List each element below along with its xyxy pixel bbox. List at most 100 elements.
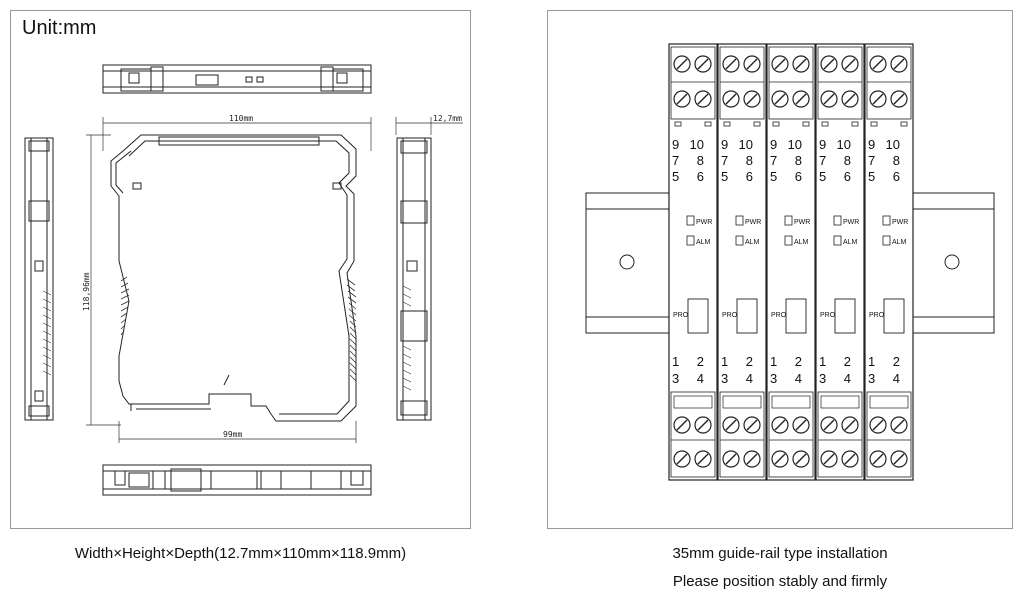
- terminal-number: 4: [746, 371, 753, 386]
- terminal-number: 3: [770, 371, 777, 386]
- screw-slot: [676, 58, 688, 70]
- terminal-number: 4: [795, 371, 802, 386]
- terminal-number: 2: [893, 354, 900, 369]
- terminal-number: 10: [886, 137, 900, 152]
- terminal-number: 7: [770, 153, 777, 168]
- screw-slot: [795, 419, 807, 431]
- screw-slot: [872, 93, 884, 105]
- terminal-number: 3: [868, 371, 875, 386]
- terminal-number: 10: [837, 137, 851, 152]
- din-rail-mount-hole-icon: [619, 254, 635, 270]
- screw-slot: [774, 93, 786, 105]
- alm-label: ALM: [843, 239, 858, 246]
- screw-slot: [823, 93, 835, 105]
- alm-label: ALM: [892, 239, 907, 246]
- caption-dimensions: Width×Height×Depth(12.7mm×110mm×118.9mm): [74, 545, 407, 562]
- screw-slot: [746, 419, 758, 431]
- terminal-number: 9: [721, 137, 728, 152]
- pwr-label: PWR: [745, 219, 761, 226]
- screw-slot: [844, 419, 856, 431]
- dimension-drawing: 110mm 12,7mm 118,96mm 99mm: [24, 64, 463, 496]
- dimension-lines: [86, 117, 463, 443]
- screw-slot: [774, 453, 786, 465]
- pro-label: PRO: [771, 312, 787, 319]
- terminal-number: 8: [795, 153, 802, 168]
- alm-led: [686, 235, 695, 246]
- screw-slot: [725, 453, 737, 465]
- terminal-number: 7: [819, 153, 826, 168]
- dim-bottom-label: 99mm: [223, 430, 242, 439]
- screw-slot: [872, 453, 884, 465]
- terminal-clamp-window: [673, 395, 713, 409]
- terminal-number: 3: [819, 371, 826, 386]
- terminal-number: 5: [721, 169, 728, 184]
- pwr-led: [735, 215, 744, 226]
- latch: [674, 121, 682, 127]
- terminal-number: 9: [672, 137, 679, 152]
- terminal-number: 1: [868, 354, 875, 369]
- terminal-number: 2: [746, 354, 753, 369]
- dim-height-label: 118,96mm: [82, 272, 91, 311]
- alm-led: [833, 235, 842, 246]
- screw-slot: [844, 453, 856, 465]
- screw-slot: [872, 419, 884, 431]
- screw-slot: [676, 93, 688, 105]
- terminal-number: 9: [868, 137, 875, 152]
- terminal-number: 10: [690, 137, 704, 152]
- pwr-label: PWR: [696, 219, 712, 226]
- screw-slot: [697, 93, 709, 105]
- vent-slots-left: [120, 276, 130, 336]
- terminal-number: 5: [672, 169, 679, 184]
- screw-slot: [746, 93, 758, 105]
- side-profile-view: [110, 134, 357, 422]
- screw-slot: [893, 93, 905, 105]
- pwr-led: [784, 215, 793, 226]
- pro-switch-window: [883, 298, 905, 334]
- latch: [851, 121, 859, 127]
- dim-width-label: 110mm: [229, 114, 253, 123]
- terminal-number: 5: [770, 169, 777, 184]
- pwr-label: PWR: [843, 219, 859, 226]
- pro-label: PRO: [820, 312, 836, 319]
- screw-slot: [795, 453, 807, 465]
- pwr-led: [686, 215, 695, 226]
- screw-slot: [697, 58, 709, 70]
- pro-switch-window: [687, 298, 709, 334]
- pro-label: PRO: [722, 312, 738, 319]
- alm-led: [882, 235, 891, 246]
- latch: [870, 121, 878, 127]
- screw-slot: [697, 453, 709, 465]
- unit-label: Unit:mm: [22, 17, 97, 39]
- screw-slot: [697, 419, 709, 431]
- pwr-led: [833, 215, 842, 226]
- screw-slot: [676, 453, 688, 465]
- dimension-drawing-panel: Unit:mm: [10, 10, 471, 529]
- screw-slot: [823, 453, 835, 465]
- vent-slots-right: [346, 278, 357, 382]
- pwr-led: [882, 215, 891, 226]
- screw-slot: [844, 93, 856, 105]
- terminal-number: 9: [770, 137, 777, 152]
- terminal-number: 6: [893, 169, 900, 184]
- screw-slot: [746, 453, 758, 465]
- latch: [821, 121, 829, 127]
- terminal-number: 4: [844, 371, 851, 386]
- pro-label: PRO: [673, 312, 689, 319]
- terminal-number: 6: [697, 169, 704, 184]
- terminal-number: 4: [893, 371, 900, 386]
- terminal-number: 3: [672, 371, 679, 386]
- screw-slot: [725, 419, 737, 431]
- terminal-number: 6: [795, 169, 802, 184]
- screw-slot: [746, 58, 758, 70]
- alm-label: ALM: [794, 239, 809, 246]
- screw-slot: [823, 58, 835, 70]
- pro-label: PRO: [869, 312, 885, 319]
- pro-switch-window: [785, 298, 807, 334]
- terminal-number: 1: [770, 354, 777, 369]
- latch: [772, 121, 780, 127]
- alm-led: [784, 235, 793, 246]
